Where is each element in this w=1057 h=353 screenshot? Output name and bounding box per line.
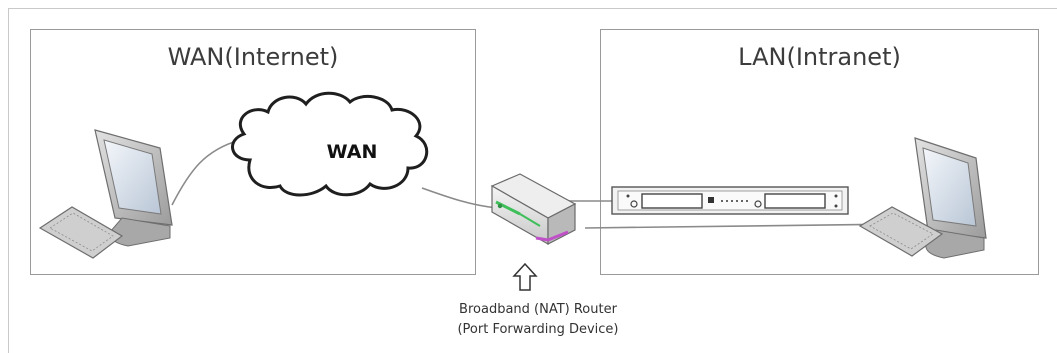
lan-zone-title: LAN(Intranet) (738, 43, 901, 71)
link-pc-to-cloud (171, 139, 241, 206)
cloud-label: WAN (327, 141, 378, 163)
frame-left-border (8, 8, 9, 353)
wan-zone-title: WAN(Internet) (167, 43, 339, 71)
lan-zone: LAN(Intranet) (600, 29, 1039, 275)
router-icon (490, 173, 577, 246)
link-cloud-to-router (421, 187, 498, 209)
keyboard-icon (38, 206, 124, 259)
up-arrow-icon (512, 262, 538, 291)
keyboard-icon (858, 206, 944, 257)
lan-computer-icon (858, 137, 987, 259)
router-caption-line1: Broadband (NAT) Router (459, 302, 617, 317)
wan-computer-icon (38, 129, 173, 259)
link-router-to-lan-pc (584, 223, 906, 229)
rack-server-icon (611, 186, 849, 215)
cloud-icon: WAN (231, 91, 429, 197)
router-caption-line2: (Port Forwarding Device) (457, 322, 619, 337)
frame-top-border (8, 8, 1057, 9)
